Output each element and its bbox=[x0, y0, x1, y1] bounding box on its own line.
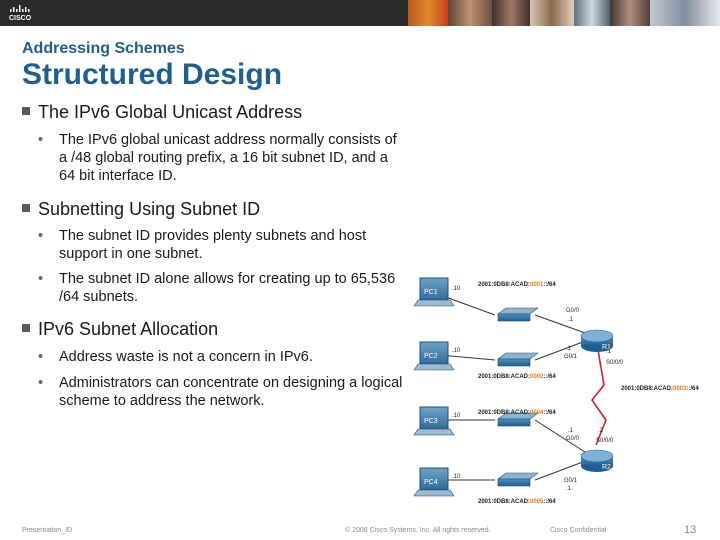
section-heading: IPv6 Subnet Allocation bbox=[22, 319, 218, 340]
banner-photo-3 bbox=[492, 0, 530, 26]
network-address-label: 2001:0DB8:ACAD:0004::/64 bbox=[478, 410, 556, 416]
bullet-dot-icon: • bbox=[38, 132, 44, 148]
router-interface-label: G0/0 bbox=[566, 308, 580, 314]
pc-interface-label: .10 bbox=[452, 286, 461, 292]
cisco-logo-text: CISCO bbox=[9, 15, 32, 22]
bullet-dot-icon: • bbox=[38, 349, 44, 365]
router-label: R1 bbox=[602, 344, 611, 351]
router-interface-label: .1 bbox=[568, 317, 574, 323]
network-address-label: 2001:0DB8:ACAD:0001::/64 bbox=[478, 282, 556, 288]
banner-photo-4 bbox=[530, 0, 574, 26]
bullet-text: Administrators can concentrate on design… bbox=[59, 375, 403, 409]
pc-label: PC4 bbox=[424, 479, 438, 486]
bullet-dot-icon: • bbox=[38, 271, 44, 287]
section-heading-text: IPv6 Subnet Allocation bbox=[38, 319, 219, 339]
banner-photo-2 bbox=[448, 0, 492, 26]
bullet-text: Address waste is not a concern in IPv6. bbox=[59, 349, 313, 365]
footer-confidential: Cisco Confidential bbox=[550, 527, 607, 534]
router-interface-label: .1 bbox=[566, 486, 572, 492]
square-bullet-icon bbox=[22, 324, 30, 333]
pc-interface-label: .10 bbox=[452, 474, 461, 480]
square-bullet-icon bbox=[22, 204, 30, 213]
bullet-item: • The IPv6 global unicast address normal… bbox=[38, 131, 404, 185]
pc-interface-label: .10 bbox=[452, 413, 461, 419]
switch-icon bbox=[497, 307, 539, 322]
router-interface-label: .1 bbox=[606, 349, 612, 355]
banner-photo-5 bbox=[574, 0, 610, 26]
section-heading-text: Subnetting Using Subnet ID bbox=[38, 199, 261, 219]
banner-photo-1 bbox=[408, 0, 448, 26]
footer-copyright: © 2008 Cisco Systems, Inc. All rights re… bbox=[345, 527, 491, 534]
router-icon: R1 bbox=[580, 329, 614, 352]
switch-icon bbox=[497, 472, 539, 487]
square-bullet-icon bbox=[22, 107, 30, 116]
bullet-text: The subnet ID provides plenty subnets an… bbox=[59, 228, 367, 262]
bullet-text: The IPv6 global unicast address normally… bbox=[59, 132, 397, 184]
pc-label: PC1 bbox=[424, 289, 438, 296]
lan-links bbox=[439, 294, 589, 481]
slide-title: Structured Design bbox=[22, 58, 283, 91]
bullet-text: The subnet ID alone allows for creating … bbox=[59, 271, 396, 305]
bullet-item: • Address waste is not a concern in IPv6… bbox=[38, 348, 404, 366]
router-interface-label: .2 bbox=[598, 428, 604, 434]
bullet-dot-icon: • bbox=[38, 228, 44, 244]
router-interface-label: .1 bbox=[566, 346, 572, 352]
switch-icon bbox=[497, 412, 539, 427]
pc-label: PC3 bbox=[424, 418, 438, 425]
router-interface-label: G0/0 bbox=[566, 436, 580, 442]
network-topology-diagram: PC1 PC2 PC3 PC4 R1 bbox=[413, 277, 699, 505]
pc-icon: PC1 bbox=[413, 277, 455, 307]
section-heading: The IPv6 Global Unicast Address bbox=[22, 102, 302, 123]
section-heading-text: The IPv6 Global Unicast Address bbox=[38, 102, 303, 122]
cisco-logo: CISCO bbox=[9, 5, 32, 22]
bullet-dot-icon: • bbox=[38, 375, 44, 391]
pc-icon: PC3 bbox=[413, 406, 455, 436]
network-address-label: 2001:0DB8:ACAD:0002::/64 bbox=[478, 374, 556, 380]
page-number: 13 bbox=[684, 524, 697, 536]
pc-label: PC2 bbox=[424, 353, 438, 360]
banner-photo-6 bbox=[610, 0, 650, 26]
serial-wan-link bbox=[591, 349, 607, 446]
slide-subtitle: Addressing Schemes bbox=[22, 40, 185, 57]
bullet-item: • The subnet ID alone allows for creatin… bbox=[38, 270, 404, 306]
router-interface-label: .1 bbox=[568, 428, 574, 434]
footer-presentation-id: Presentation_ID bbox=[22, 527, 73, 534]
router-interface-label: S0/0/0 bbox=[606, 360, 624, 366]
pc-interface-label: .10 bbox=[452, 348, 461, 354]
router-label: R2 bbox=[602, 464, 611, 471]
bullet-item: • Administrators can concentrate on desi… bbox=[38, 374, 404, 410]
network-address-label: 2001:0DB8:ACAD:0005::/64 bbox=[478, 499, 556, 505]
top-banner: CISCO bbox=[0, 0, 720, 26]
pc-icon: PC2 bbox=[413, 341, 455, 371]
router-interface-label: S0/0/0 bbox=[596, 438, 614, 444]
network-address-label: 2001:0DB8:ACAD:0003::/64 bbox=[621, 386, 699, 392]
router-interface-label: G0/1 bbox=[564, 354, 578, 360]
pc-icon: PC4 bbox=[413, 467, 455, 497]
bullet-item: • The subnet ID provides plenty subnets … bbox=[38, 227, 404, 263]
router-interface-label: G0/1 bbox=[564, 478, 578, 484]
banner-photo-7 bbox=[650, 0, 720, 26]
section-heading: Subnetting Using Subnet ID bbox=[22, 199, 260, 220]
router-icon: R2 bbox=[580, 449, 614, 472]
switch-icon bbox=[497, 352, 539, 367]
